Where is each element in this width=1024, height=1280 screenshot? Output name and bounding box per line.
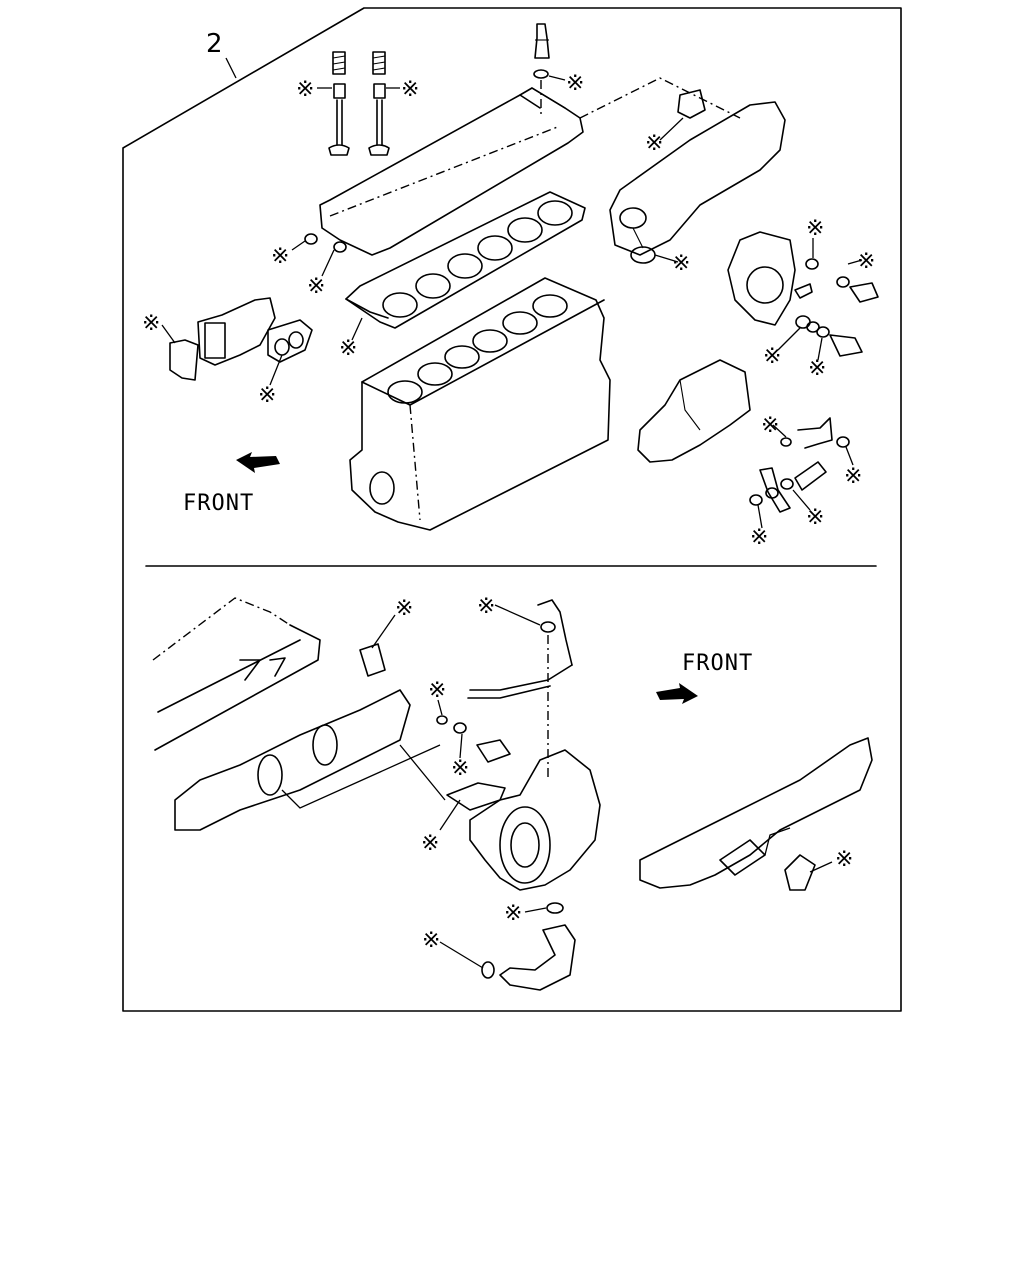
- intake-manifold-bottom: [152, 597, 411, 831]
- oil-feed-pipe: [436, 599, 573, 780]
- turbo-flange-gasket: [446, 782, 506, 811]
- kit-part-markers: ※ ※ ※ ※ ※ ※ ※ ※ ※ ※ ※ ※ ※ ※ ※ ※ ※ ※ ※ ※ …: [142, 71, 876, 953]
- valve-stem-seal: [373, 83, 386, 99]
- kit-marker: ※: [808, 356, 827, 381]
- kit-marker: ※: [401, 77, 420, 102]
- manifold-outlet-gasket: [719, 839, 766, 876]
- kit-marker: ※: [763, 344, 782, 369]
- kit-marker: ※: [339, 336, 358, 361]
- kit-marker: ※: [645, 131, 664, 156]
- front-arrow-bottom: [656, 683, 698, 704]
- valve-assembly: [328, 51, 390, 156]
- manifold-end-gasket: [359, 643, 386, 677]
- kit-marker: ※: [477, 594, 496, 619]
- front-direction-bottom: FRONT: [656, 651, 753, 704]
- turbo-drain-gasket: [546, 902, 564, 914]
- kit-marker: ※: [806, 505, 825, 530]
- kit-marker: ※: [421, 831, 440, 856]
- front-arrow-top: [236, 452, 280, 473]
- kit-marker: ※: [750, 525, 769, 550]
- kit-marker: ※: [428, 678, 447, 703]
- front-direction-top: FRONT: [183, 452, 280, 516]
- kit-marker: ※: [835, 847, 854, 872]
- manifold-port-gasket: [630, 246, 656, 264]
- kit-marker: ※: [296, 77, 315, 102]
- injector: [533, 23, 550, 118]
- injector-washer: [533, 69, 549, 79]
- housing-gasket: [169, 339, 199, 381]
- turbocharger: [446, 749, 601, 914]
- kit-marker: ※: [395, 596, 414, 621]
- head-gasket: [345, 191, 586, 329]
- oil-pipe-bolt: [794, 461, 827, 491]
- kit-marker: ※: [806, 216, 825, 241]
- kit-marker: ※: [844, 464, 863, 489]
- oil-cooler-assembly: [637, 359, 850, 513]
- front-housing-parts: [169, 297, 313, 381]
- front-label-bottom: FRONT: [682, 651, 753, 676]
- kit-marker: ※: [422, 928, 441, 953]
- oil-pipe-bracket: [759, 467, 791, 513]
- kit-marker: ※: [566, 71, 585, 96]
- turbo-bolt: [476, 739, 511, 763]
- twin-port-gasket: [267, 319, 313, 363]
- cylinder-head-cover: [304, 87, 584, 256]
- water-pump: [727, 231, 879, 357]
- valve-stem-seal: [333, 83, 346, 99]
- exhaust-flange-gasket: [784, 854, 816, 891]
- kit-callout: 2: [206, 29, 237, 79]
- kit-marker: ※: [761, 413, 780, 438]
- intake-manifold-top: [579, 77, 786, 264]
- kit-marker: ※: [258, 383, 277, 408]
- kit-marker: ※: [504, 901, 523, 926]
- kit-marker: ※: [451, 756, 470, 781]
- kit-marker: ※: [142, 311, 161, 336]
- front-label-top: FRONT: [183, 491, 254, 516]
- pump-bolt: [849, 282, 879, 303]
- kit-marker: ※: [672, 251, 691, 276]
- kit-marker: ※: [307, 274, 326, 299]
- oil-drain-pipe: [481, 924, 576, 991]
- leader-lines: [161, 75, 863, 969]
- kit-marker: ※: [857, 249, 876, 274]
- pump-bolt: [829, 334, 863, 357]
- manifold-flange-gasket: [677, 89, 706, 119]
- kit-marker: ※: [271, 244, 290, 269]
- kit-callout-number: 2: [206, 29, 223, 59]
- cylinder-block: [349, 277, 611, 531]
- diagram-frame: [122, 7, 902, 1012]
